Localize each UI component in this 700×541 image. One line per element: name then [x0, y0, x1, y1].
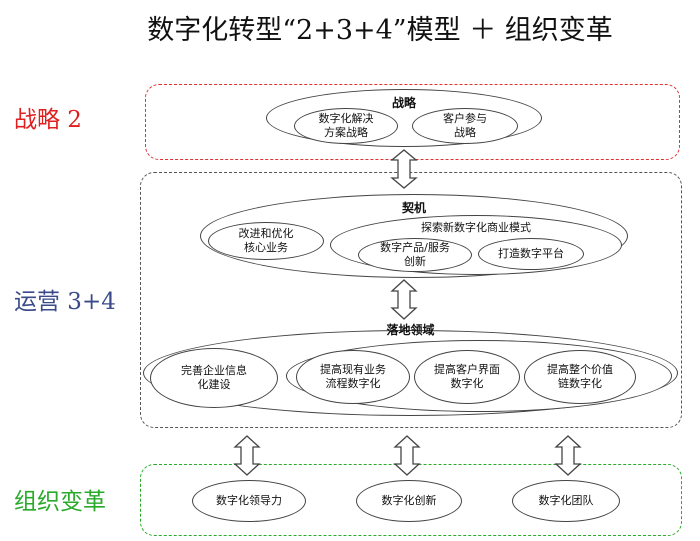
explore-item-2: 打造数字平台: [478, 238, 584, 270]
org-item-2: 数字化创新: [356, 480, 462, 522]
opportunity-heading: 契机: [401, 201, 426, 215]
org-item-3-text: 数字化团队: [538, 494, 594, 507]
explore-item-2-text: 打造数字平台: [498, 247, 564, 260]
arrow-strategy-opportunity: [390, 149, 418, 189]
landing-item-3-text: 提高整个价值 链数字化: [547, 363, 613, 390]
arrow-landing-org-center: [393, 435, 421, 476]
arrow-landing-org-right: [554, 435, 582, 476]
label-org: 组织变革: [14, 489, 106, 515]
landing-heading: 落地领域: [386, 323, 435, 337]
landing-item-1-text: 提高现有业务 流程数字化: [320, 363, 386, 390]
org-item-1-text: 数字化领导力: [216, 494, 282, 507]
explore-title: 探索新数字化商业模式: [421, 221, 531, 234]
org-item-1: 数字化领导力: [192, 480, 306, 522]
strategy-heading: 战略: [391, 96, 416, 110]
diagram-title: 数字化转型“2+3+4”模型 ＋ 组织变革: [147, 15, 613, 46]
arrow-opportunity-landing: [390, 279, 418, 320]
label-operations: 运营 3+4: [14, 289, 116, 315]
opportunity-left: 改进和优化 核心业务: [208, 222, 324, 260]
strategy-item-2-text: 客户参与 战略: [443, 112, 487, 139]
arrow-landing-org-left: [233, 435, 261, 476]
landing-item-1: 提高现有业务 流程数字化: [296, 350, 410, 404]
explore-item-1-text: 数字产品/服务 创新: [380, 241, 450, 268]
landing-left: 完善企业信息 化建设: [150, 348, 278, 408]
landing-item-2-text: 提高客户界面 数字化: [434, 363, 500, 390]
opportunity-left-text: 改进和优化 核心业务: [238, 227, 294, 254]
strategy-item-1: 数字化解决 方案战略: [294, 108, 398, 144]
explore-item-1: 数字产品/服务 创新: [358, 238, 472, 272]
strategy-item-2: 客户参与 战略: [412, 108, 518, 144]
label-strategy: 战略 2: [14, 107, 82, 133]
landing-left-text: 完善企业信息 化建设: [181, 364, 247, 391]
org-item-3: 数字化团队: [512, 480, 620, 522]
landing-item-2: 提高客户界面 数字化: [414, 350, 520, 404]
org-item-2-text: 数字化创新: [381, 494, 437, 507]
operations-box: [140, 172, 682, 428]
landing-item-3: 提高整个价值 链数字化: [524, 350, 636, 404]
strategy-item-1-text: 数字化解决 方案战略: [318, 112, 374, 139]
